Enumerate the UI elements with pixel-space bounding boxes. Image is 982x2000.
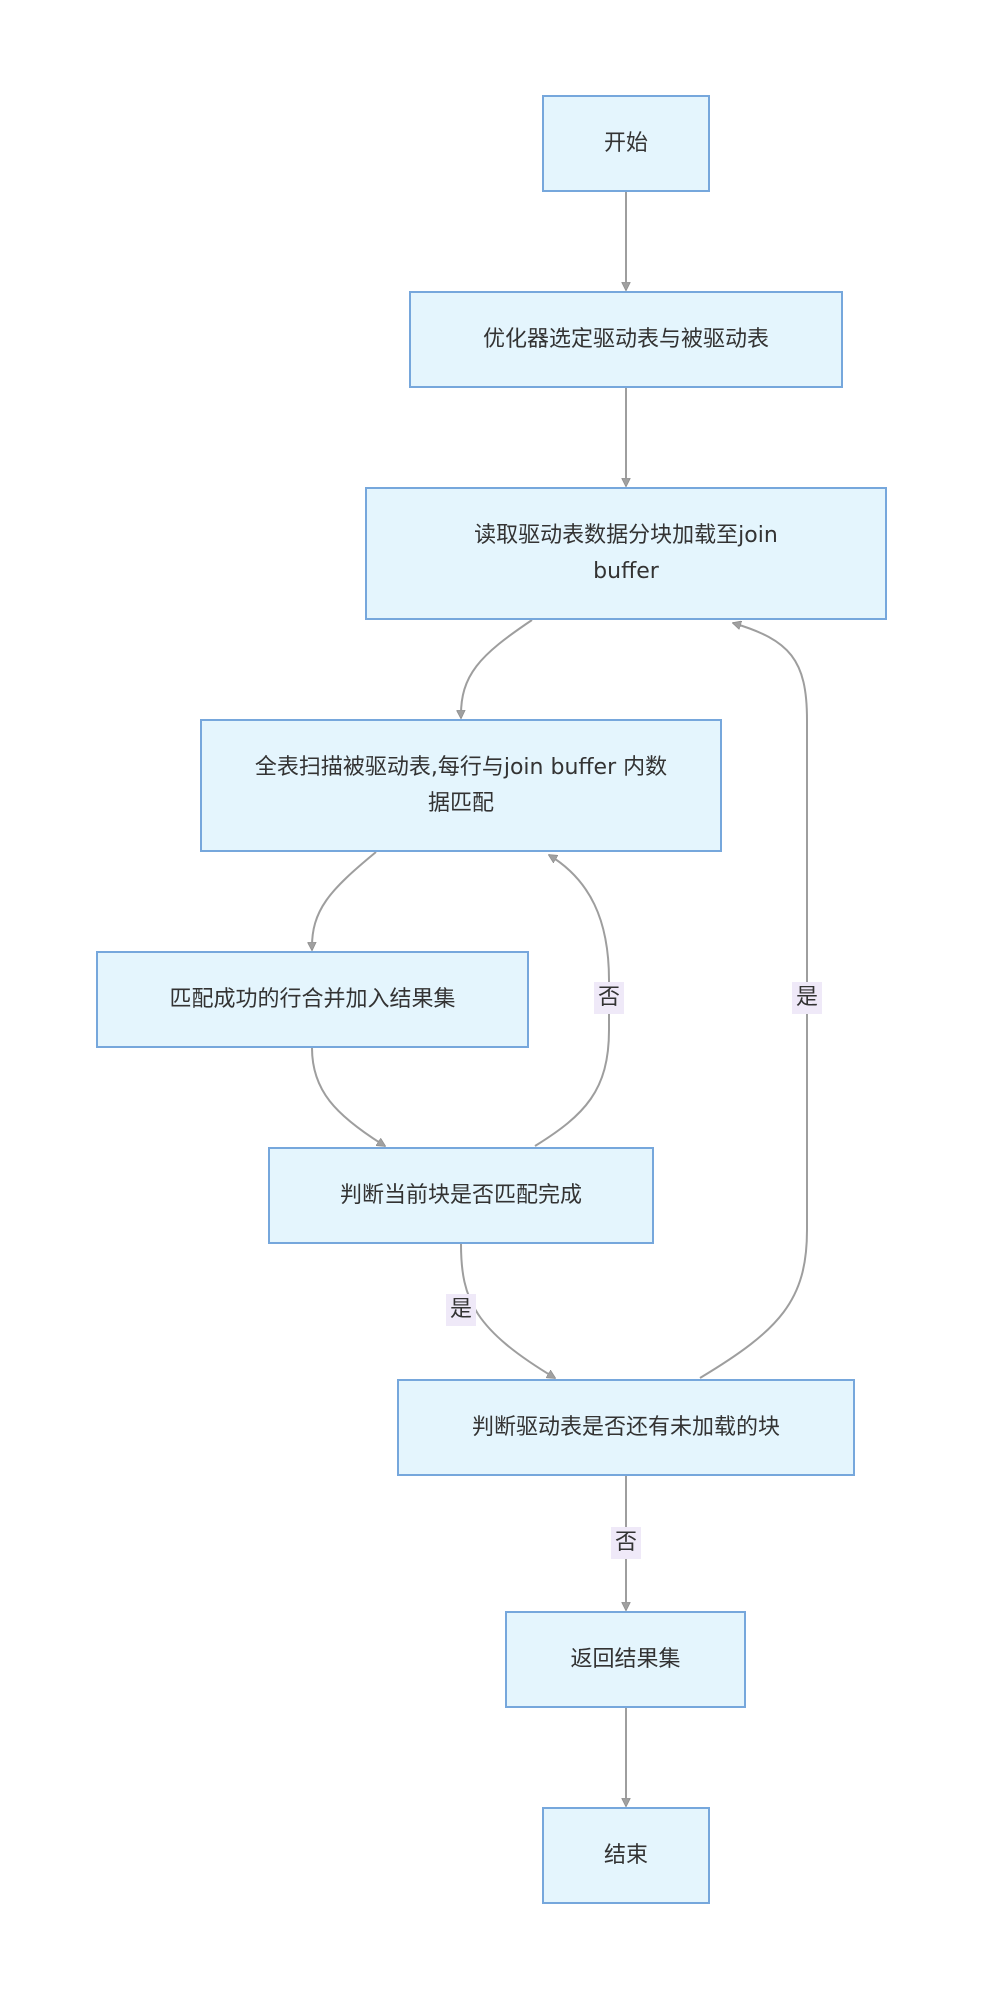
node-more-blocks-label: 判断驱动表是否还有未加载的块 [471, 1414, 780, 1440]
node-return-result-label: 返回结果集 [570, 1646, 681, 1672]
node-end[interactable]: 结束 [542, 1807, 710, 1904]
edge-label-block-done-yes: 是 [446, 1294, 476, 1326]
edge-scan-driven-to-merge-rows [312, 851, 377, 950]
node-merge-rows-label: 匹配成功的行合并加入结果集 [169, 986, 456, 1012]
edge-label-more-blocks-no: 否 [611, 1527, 641, 1559]
node-more-blocks[interactable]: 判断驱动表是否还有未加载的块 [397, 1379, 855, 1476]
node-merge-rows[interactable]: 匹配成功的行合并加入结果集 [96, 951, 529, 1048]
node-block-done[interactable]: 判断当前块是否匹配完成 [268, 1147, 654, 1244]
edge-label-more-blocks-yes: 是 [792, 982, 822, 1014]
edge-read-driver-to-scan-driven [461, 619, 533, 718]
node-scan-driven[interactable]: 全表扫描被驱动表,每行与join buffer 内数据匹配 [200, 719, 722, 852]
node-optimizer[interactable]: 优化器选定驱动表与被驱动表 [409, 291, 843, 388]
node-end-label: 结束 [603, 1842, 648, 1868]
node-read-driver-label: 读取驱动表数据分块加载至join buffer [474, 522, 778, 584]
edge-merge-rows-to-block-done [311, 1047, 385, 1146]
edge-more-blocks-to-read-driver [699, 623, 808, 1379]
node-block-done-label: 判断当前块是否匹配完成 [339, 1182, 582, 1208]
node-start-label: 开始 [603, 130, 648, 156]
edge-block-done-to-more-blocks [460, 1243, 555, 1378]
node-read-driver[interactable]: 读取驱动表数据分块加载至join buffer [365, 487, 887, 620]
edge-label-block-not-done: 否 [594, 982, 624, 1014]
node-optimizer-label: 优化器选定驱动表与被驱动表 [482, 326, 769, 352]
node-return-result[interactable]: 返回结果集 [505, 1611, 746, 1708]
node-scan-driven-label: 全表扫描被驱动表,每行与join buffer 内数据匹配 [254, 754, 668, 816]
node-start[interactable]: 开始 [542, 95, 710, 192]
